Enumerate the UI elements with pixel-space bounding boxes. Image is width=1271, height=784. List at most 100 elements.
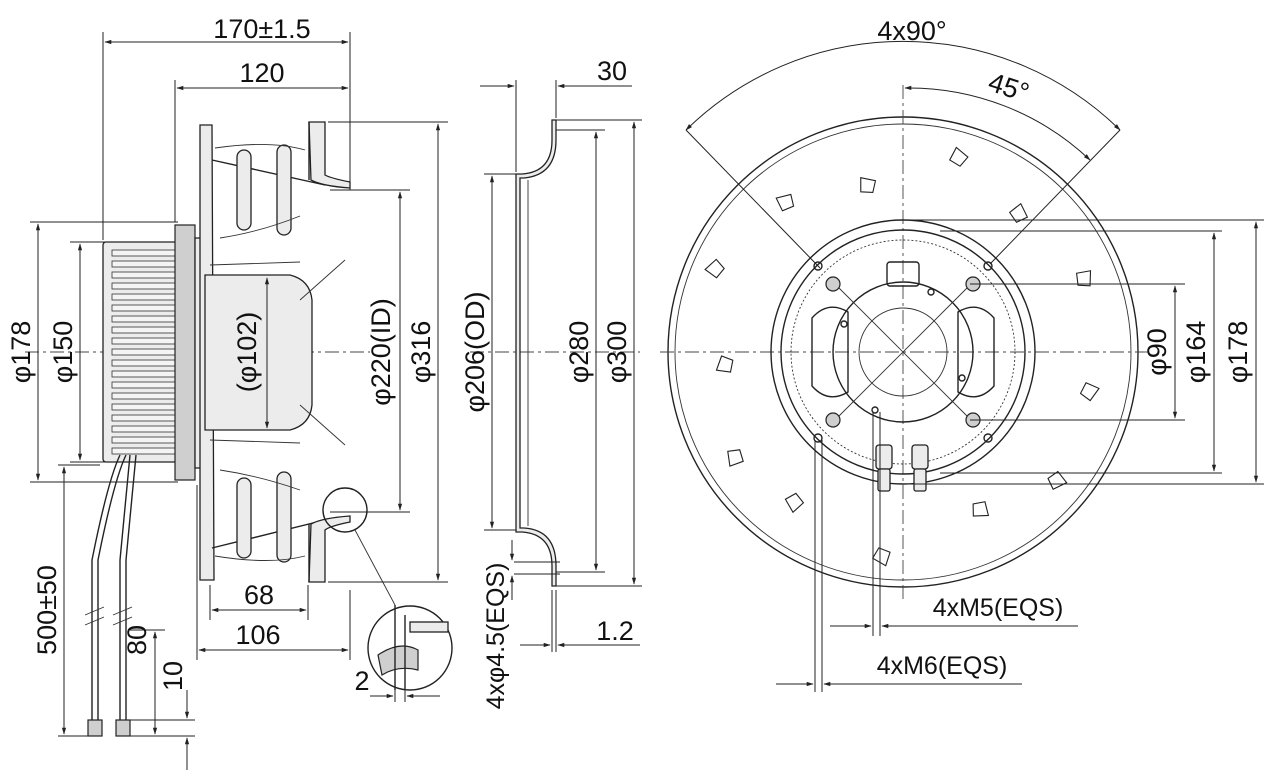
bolt-hole [813, 433, 823, 443]
motor-fin [111, 315, 176, 323]
dim-dia-300 [556, 119, 642, 587]
bolt-hole [813, 261, 823, 271]
motor-fin [111, 293, 176, 301]
label-dia-90-front: φ90 [1142, 328, 1172, 376]
motor-fin [111, 337, 176, 345]
motor-fin [111, 436, 176, 444]
impeller-vents [704, 146, 1100, 567]
ring-view: 30 φ206(OD) φ280 φ300 4xφ4.5(EQS) [460, 56, 642, 709]
front-view: 4x90° 45° φ90 φ164 φ178 [660, 16, 1264, 692]
label-2: 2 [354, 666, 369, 696]
dim-dia-178-side [30, 221, 178, 483]
impeller-vent [1008, 202, 1029, 223]
label-dia-164-front: φ164 [1181, 321, 1211, 384]
label-cable-length: 500±50 [32, 565, 62, 655]
label-dia-178-front: φ178 [1223, 321, 1253, 384]
bolt-hole [825, 412, 841, 428]
motor-fin [111, 282, 176, 290]
dim-strip-10 [130, 690, 195, 770]
dim-ring-width [480, 80, 632, 172]
label-thread-m5: 4xM5(EQS) [933, 594, 1064, 622]
side-view: 170±1.5 120 φ178 φ150 (φ102) φ220(ID [6, 14, 453, 770]
bolt-hole [983, 433, 993, 443]
impeller-vent [784, 492, 805, 514]
label-dia-280: φ280 [564, 321, 594, 384]
motor-fin [111, 260, 176, 268]
label-dia-316: φ316 [406, 321, 436, 384]
label-angle-4x90: 4x90° [877, 16, 946, 46]
motor-fin [111, 348, 176, 356]
label-dia-300: φ300 [602, 321, 632, 384]
label-dia-178-side: φ178 [6, 321, 36, 384]
dim-holes [509, 540, 560, 600]
impeller-vent [1047, 470, 1068, 491]
label-ring-width: 30 [597, 56, 627, 86]
impeller-vent [949, 146, 969, 167]
impeller-vent [704, 258, 725, 279]
cable [84, 454, 137, 737]
label-dia-150: φ150 [48, 321, 78, 384]
dim-thread-m5 [830, 412, 1078, 636]
motor-fin [111, 403, 176, 411]
label-thread-m6: 4xM6(EQS) [877, 652, 1008, 680]
motor-fin [111, 359, 176, 367]
dim-dia-206 [484, 173, 516, 531]
dim-thickness [520, 590, 640, 652]
dim-106 [196, 485, 351, 660]
dim-dia-178-front [905, 219, 1264, 485]
label-thickness: 1.2 [596, 616, 634, 646]
dim-dia-164-front [940, 230, 1222, 474]
motor-fin [111, 249, 176, 257]
motor-fin [111, 370, 176, 378]
dim-dia-150 [70, 241, 105, 463]
dim-overall-length [102, 32, 351, 240]
dim-angle-45 [904, 85, 1121, 265]
label-dia-220: φ220(ID) [366, 298, 396, 406]
label-overall-length: 170±1.5 [213, 14, 310, 44]
dim-68 [209, 585, 309, 620]
dim-cable-length [58, 464, 100, 737]
motor-fin [111, 447, 176, 455]
dim-2 [370, 690, 440, 702]
dim-strip-80 [130, 629, 195, 737]
impeller-vent [860, 176, 877, 194]
impeller-vent [775, 193, 795, 212]
impeller-vent [1075, 270, 1092, 287]
motor-fin [111, 414, 176, 422]
detail-view [367, 605, 453, 691]
label-68: 68 [244, 580, 274, 610]
dim-dia-316 [328, 121, 448, 583]
label-dia-102: (φ102) [232, 312, 262, 393]
dim-thread-m6 [776, 440, 1022, 692]
bolt-hole [927, 288, 935, 296]
impeller-vent [972, 501, 990, 517]
motor-fin [111, 271, 176, 279]
label-impeller-length: 120 [239, 58, 284, 88]
motor-fin [111, 326, 176, 334]
motor-fin [111, 392, 176, 400]
label-holes: 4xφ4.5(EQS) [482, 563, 510, 710]
motor-fin [111, 304, 176, 312]
bolt-hole [871, 406, 879, 414]
dim-impeller-length [174, 80, 349, 222]
impeller-vent [727, 449, 744, 467]
bolt-hole [958, 374, 966, 382]
dim-dia-220 [330, 189, 410, 513]
motor-fin [111, 381, 176, 389]
dim-dia-90-front [970, 283, 1185, 421]
label-106: 106 [235, 620, 280, 650]
impeller-vent [715, 355, 734, 373]
mounting-bolts [813, 261, 993, 443]
label-strip-80: 80 [122, 625, 152, 655]
impeller-vent [1079, 381, 1100, 402]
motor-fin [111, 425, 176, 433]
impeller-vent [871, 547, 891, 567]
label-dia-206: φ206(OD) [460, 291, 490, 412]
bolt-hole [825, 276, 841, 292]
dim-dia-280 [556, 129, 605, 573]
bolt-hole [983, 261, 993, 271]
bolt-hole [840, 320, 848, 328]
label-strip-10: 10 [158, 661, 188, 691]
motor-body [102, 224, 210, 481]
